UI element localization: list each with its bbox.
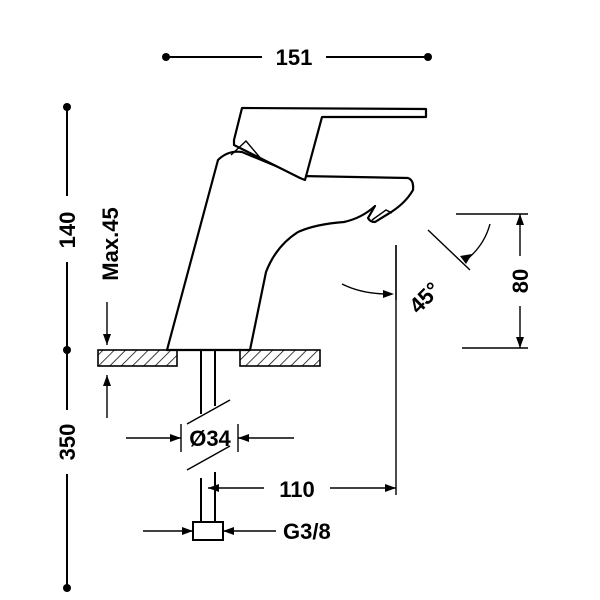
- height-label: 140: [55, 212, 80, 249]
- angle-arc-left: [341, 283, 389, 295]
- height-dimension: 140: [55, 103, 80, 354]
- spout-height-dimension: 80: [456, 213, 533, 349]
- spout-arrow-bottom: [516, 337, 524, 348]
- spout-height-label: 80: [508, 269, 533, 293]
- hole-diameter-label: Ø34: [189, 426, 231, 451]
- reach-arrow-left: [208, 484, 219, 492]
- max-arrow-bottom: [103, 375, 111, 386]
- reach-label: 110: [279, 477, 315, 502]
- countertop-left: [97, 349, 178, 367]
- g38-fitting: [192, 521, 224, 541]
- thread-label: G3/8: [283, 519, 331, 544]
- angle-label: 45°: [404, 277, 445, 318]
- max-thickness-label: Max.45: [98, 207, 123, 280]
- reach-arrow-right: [385, 484, 396, 492]
- angle-ref-line: [427, 229, 471, 271]
- supply-length-dimension: 350: [55, 350, 80, 592]
- width-label: 151: [276, 45, 313, 70]
- angle-arrow-right: [460, 254, 472, 264]
- dia-arrow-left: [170, 434, 181, 442]
- thread-dimension: G3/8: [143, 519, 331, 544]
- aerator: [371, 209, 393, 221]
- angle-dimension: 45°: [341, 223, 491, 318]
- break-line-lower: [186, 445, 231, 471]
- dia-arrow-right: [238, 434, 249, 442]
- width-dimension: 151: [162, 45, 432, 70]
- countertop: [97, 349, 321, 367]
- supply-length-label: 350: [55, 424, 80, 461]
- countertop-right: [239, 349, 321, 367]
- thread-arrow-left: [182, 527, 193, 535]
- thread-arrow-right: [223, 527, 234, 535]
- max-thickness-dimension: Max.45: [98, 207, 123, 418]
- faucet: [165, 106, 428, 352]
- faucet-body: [165, 150, 415, 352]
- supply-hose: [186, 350, 231, 541]
- handle-collar: [230, 139, 263, 161]
- break-line-upper: [186, 399, 231, 425]
- angle-arrow-left: [383, 290, 394, 298]
- hole-diameter-dimension: Ø34: [126, 424, 294, 452]
- lever-handle: [232, 106, 428, 182]
- spout-arrow-top: [516, 214, 524, 225]
- max-arrow-top: [103, 334, 111, 345]
